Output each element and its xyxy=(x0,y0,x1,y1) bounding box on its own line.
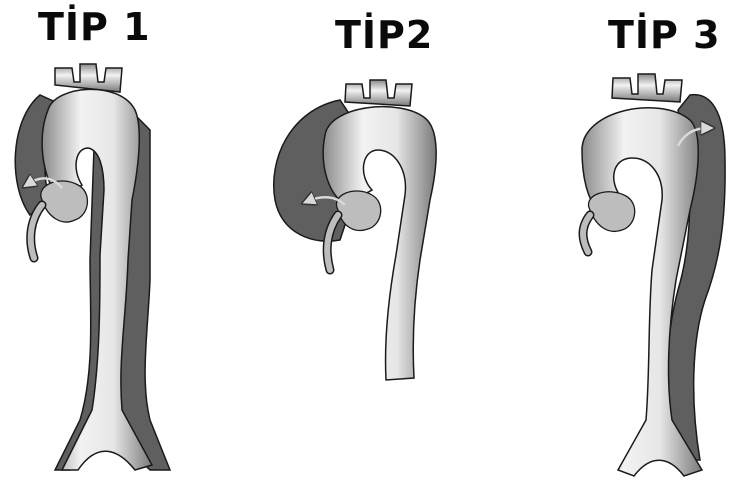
type-3-aortic-root xyxy=(589,192,635,232)
type-1-aorta xyxy=(15,64,170,470)
type-1-aortic-root xyxy=(41,181,88,222)
type-1-arch-vessels xyxy=(55,64,122,92)
type-2-aorta xyxy=(274,80,436,380)
type-3-arch-vessels xyxy=(612,74,682,102)
type-2-true-lumen xyxy=(323,107,436,380)
type-2-arch-vessels xyxy=(345,80,412,106)
type-3-aorta xyxy=(582,74,725,476)
